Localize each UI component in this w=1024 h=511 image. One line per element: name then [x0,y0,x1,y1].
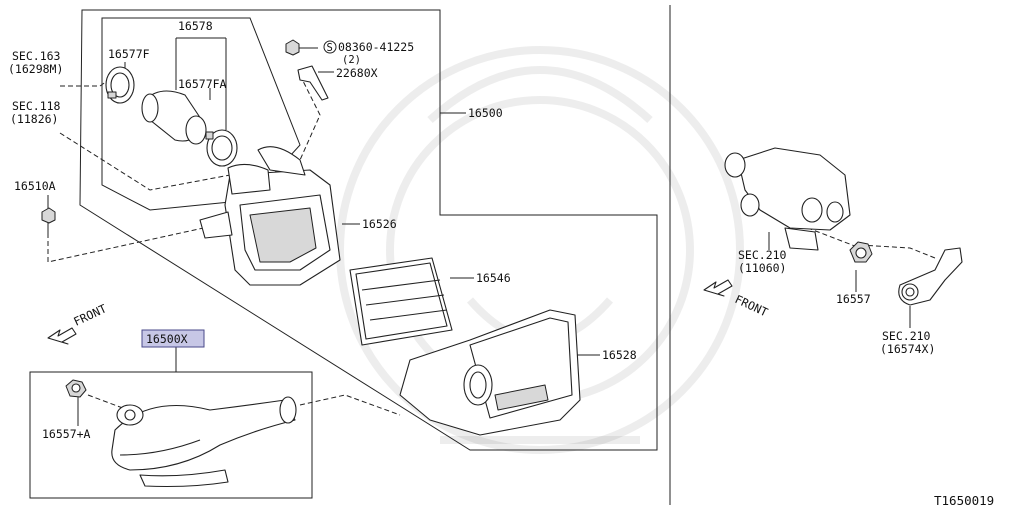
front-arrow-icon [703,279,733,297]
label-16577F: 16577F [108,47,150,61]
water-outlet-11060 [724,147,851,251]
bracket-16574X [898,247,963,306]
label-16500X: 16500X [146,332,188,346]
label-16510A: 16510A [14,179,56,193]
front-arrow-icon [47,327,77,345]
screw-symbol-icon: S [323,40,337,54]
label-bolt-qty: (2) [342,54,361,66]
label-front-right: FRONT [733,292,770,319]
air-cleaner-case-16526 [199,146,341,286]
nut-16557A [65,379,87,398]
sensor-22680X [297,65,329,101]
label-16557: 16557 [836,292,871,306]
label-16528: 16528 [602,348,637,362]
diagram-id: T1650019 [934,493,994,508]
label-16557A: 16557+A [42,427,91,441]
highlight-16500X [141,329,205,348]
label-22680X: 22680X [336,66,378,80]
label-16577FA: 16577FA [178,77,227,91]
clamp-16577FA [205,129,238,167]
bracket-16578 [175,37,227,130]
label-bolt-spec: 08360-41225 [338,40,414,54]
screw-part [285,39,300,56]
intake-duct-16500X [111,396,297,488]
label-sec210a: SEC.210 [738,248,787,262]
nut-16557 [849,241,873,263]
label-front-left: FRONT [71,301,108,328]
assembly-outline-16500 [79,9,658,451]
label-sec118-ref: (11826) [10,112,58,126]
label-sec163-ref: (16298M) [8,62,63,76]
label-16578: 16578 [178,19,213,33]
svg-text:S: S [327,42,333,54]
detail-box-16500X [29,371,313,499]
air-cleaner-cover-16528 [399,309,581,436]
label-sec118: SEC.118 [12,99,61,113]
label-sec210a-ref: (11060) [738,261,786,275]
airflow-duct-16578 [141,90,207,145]
label-sec210b-ref: (16574X) [880,342,935,356]
filter-element-16546 [349,257,453,346]
label-sec163: SEC.163 [12,49,61,63]
label-16546: 16546 [476,271,511,285]
bolt-16510A [41,207,56,236]
label-16500: 16500 [468,106,503,120]
label-16526: 16526 [362,217,397,231]
label-sec210b: SEC.210 [882,329,931,343]
clamp-16577F [105,66,135,104]
